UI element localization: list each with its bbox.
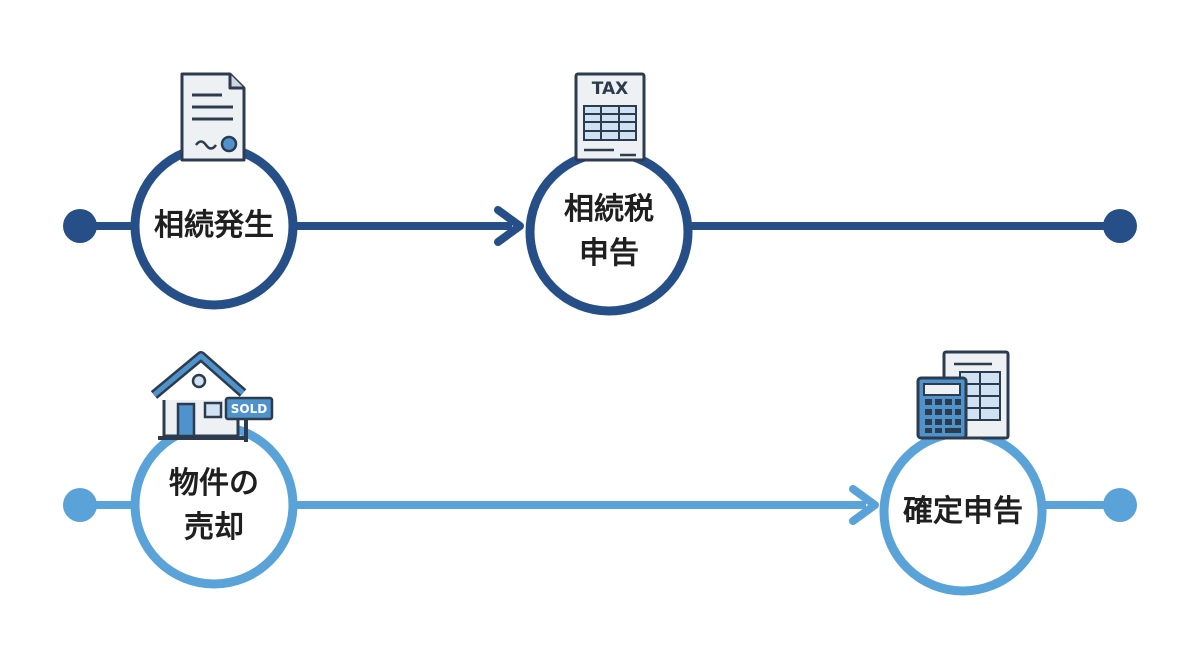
timeline-top-start-dot xyxy=(63,209,97,243)
node-label-final-tax-return: 確定申告 xyxy=(903,494,1023,529)
timeline-bottom-start-dot xyxy=(63,488,97,522)
timeline-top-end-dot xyxy=(1103,209,1137,243)
node-label-property-sale: 物件の 売却 xyxy=(169,466,259,545)
arrowhead-bottom xyxy=(849,485,879,525)
node-label-inheritance: 相続発生 xyxy=(154,208,274,243)
timeline-bottom-end-dot xyxy=(1103,488,1137,522)
house-sold-icon xyxy=(150,351,274,442)
arrowhead-top xyxy=(494,206,524,246)
calculator-documents-icon xyxy=(916,350,1010,440)
sold-sign-text: SOLD xyxy=(230,402,268,416)
tax-form-icon xyxy=(574,72,646,162)
node-label-inheritance-tax-filing: 相続税 申告 xyxy=(564,192,654,271)
document-seal-icon xyxy=(180,72,246,162)
tax-form-title: TAX xyxy=(591,79,629,99)
